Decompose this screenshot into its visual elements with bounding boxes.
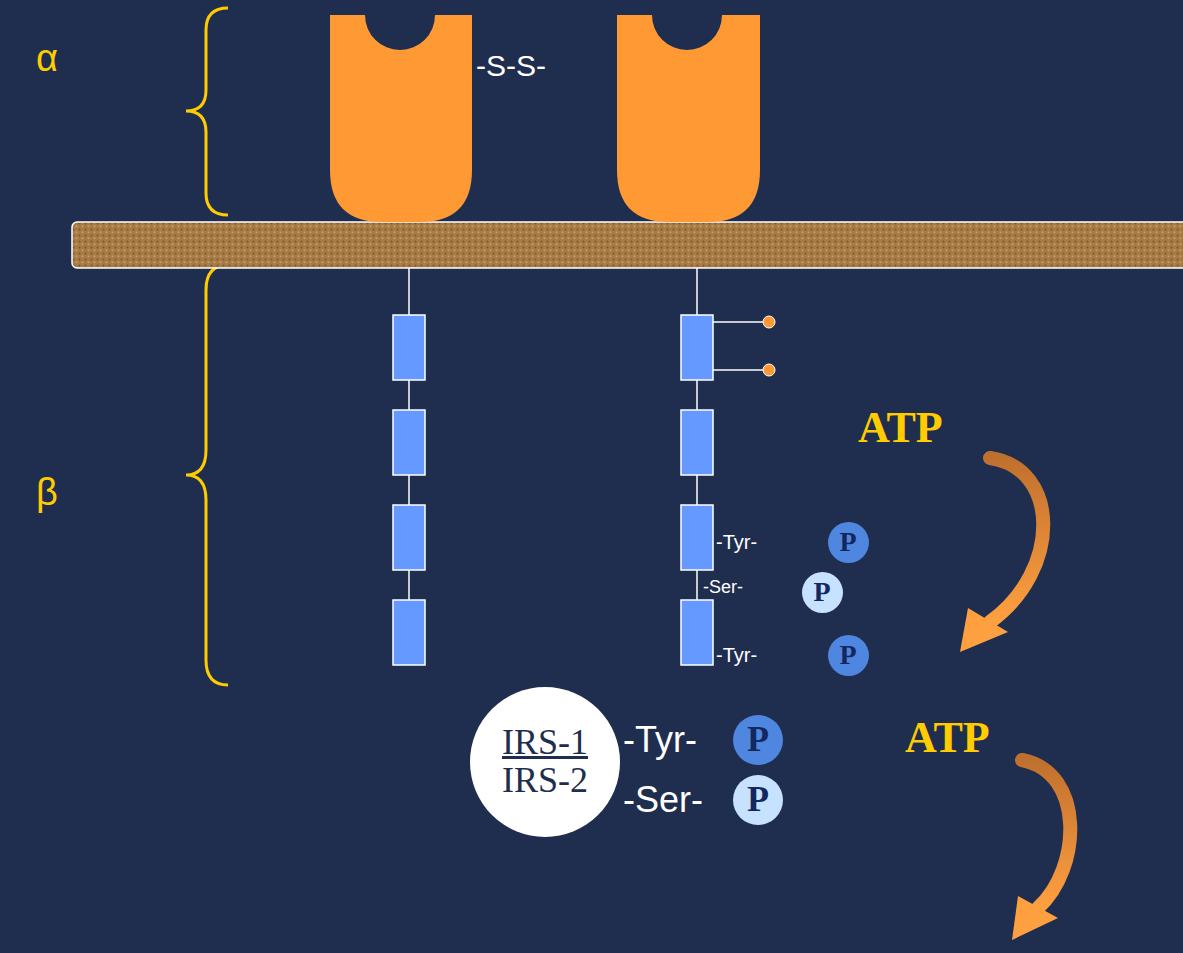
phosphate-symbol: P bbox=[813, 577, 830, 606]
atp-label: ATP bbox=[905, 716, 990, 760]
ligand-dots bbox=[713, 316, 775, 376]
substrate-name: IRS-1 bbox=[502, 724, 588, 762]
residue-label: -Tyr- bbox=[716, 645, 757, 665]
atp-label: ATP bbox=[858, 406, 943, 450]
residue-label: -Ser- bbox=[623, 782, 703, 818]
phosphate-circle: P bbox=[733, 715, 783, 765]
atp-arrow bbox=[1012, 760, 1070, 940]
phosphate-symbol: P bbox=[747, 781, 769, 819]
subunit-label: β bbox=[36, 473, 58, 511]
phosphate-symbol: P bbox=[839, 640, 856, 669]
alpha-bracket bbox=[186, 8, 228, 215]
phosphate-circle: P bbox=[828, 522, 869, 563]
phosphate-symbol: P bbox=[839, 527, 856, 556]
substrate-circle: IRS-1IRS-2 bbox=[470, 687, 620, 837]
kinase-domains bbox=[393, 315, 713, 665]
residue-label: -Tyr- bbox=[623, 722, 697, 758]
residue-label: -Tyr- bbox=[716, 532, 757, 552]
residue-label: -Ser- bbox=[703, 578, 743, 596]
atp-arrow bbox=[960, 458, 1043, 652]
phosphate-circle: P bbox=[802, 572, 843, 613]
alpha-subunit bbox=[330, 15, 472, 222]
phosphate-circle: P bbox=[828, 635, 869, 676]
alpha-subunit bbox=[617, 15, 760, 222]
substrate-name: IRS-2 bbox=[502, 762, 588, 800]
phosphate-circle: P bbox=[733, 775, 783, 825]
phosphate-symbol: P bbox=[747, 721, 769, 759]
cell-membrane bbox=[72, 222, 1183, 268]
residue-label: -S-S- bbox=[476, 51, 546, 81]
beta-bracket bbox=[186, 265, 228, 685]
subunit-label: α bbox=[36, 39, 58, 77]
